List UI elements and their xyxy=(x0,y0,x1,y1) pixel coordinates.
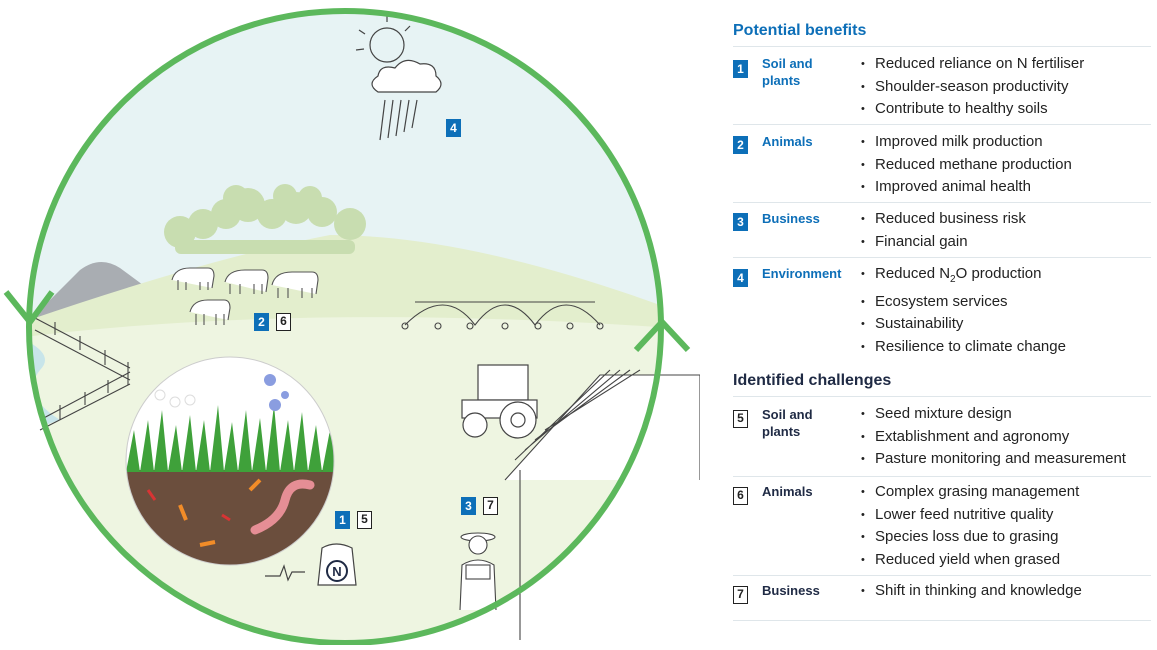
list-item: Improved animal health xyxy=(861,176,1072,199)
challenge-items: Seed mixture design Extablishment and ag… xyxy=(861,403,1126,471)
challenges-title: Identified challenges xyxy=(733,372,892,389)
list-item: Reduced reliance on N fertiliser xyxy=(861,53,1084,76)
challenge-badge: 7 xyxy=(733,586,748,604)
benefit-items: Reduced business risk Financial gain xyxy=(861,208,1026,253)
list-item: Improved milk production xyxy=(861,131,1072,154)
sun-cloud-icon xyxy=(355,15,442,141)
farm-illustration: N xyxy=(3,8,701,646)
benefit-badge: 1 xyxy=(733,60,748,78)
farm-scene-svg: N xyxy=(3,8,701,646)
list-item: Sustainability xyxy=(861,313,1066,336)
challenge-row-5: 5 Soil and plants Seed mixture design Ex… xyxy=(733,396,1151,477)
challenge-items: Shift in thinking and knowledge xyxy=(861,580,1082,603)
list-item: Resilience to climate change xyxy=(861,336,1066,359)
scene-badge-3: 3 xyxy=(461,497,476,515)
benefit-row-4: 4 Environment Reduced N2O production Eco… xyxy=(733,257,1151,356)
challenge-badge: 5 xyxy=(733,410,748,428)
benefit-row-2: 2 Animals Improved milk production Reduc… xyxy=(733,124,1151,203)
list-item: Reduced business risk xyxy=(861,208,1026,231)
challenge-label: Business xyxy=(762,583,820,598)
fertiliser-letter: N xyxy=(332,564,341,579)
benefit-row-3: 3 Business Reduced business risk Financi… xyxy=(733,202,1151,258)
tree-group xyxy=(164,184,366,254)
challenge-items: Complex grasing management Lower feed nu… xyxy=(861,481,1079,571)
challenge-row-7: 7 Business Shift in thinking and knowled… xyxy=(733,575,1151,621)
cycle-arrow-left xyxy=(3,290,55,327)
scene-badge-4: 4 xyxy=(446,119,461,137)
benefits-title: Potential benefits xyxy=(733,22,867,39)
list-item: Ecosystem services xyxy=(861,291,1066,314)
benefit-badge: 2 xyxy=(733,136,748,154)
list-item: Contribute to healthy soils xyxy=(861,98,1084,121)
cycle-arrow-right xyxy=(633,317,691,353)
benefit-label: Soil and plants xyxy=(762,56,813,88)
farmer-icon xyxy=(459,532,497,611)
benefit-items: Reduced N2O production Ecosystem service… xyxy=(861,263,1066,358)
challenge-label: Soil and plants xyxy=(762,407,813,439)
list-item: Financial gain xyxy=(861,231,1026,254)
list-item: Pasture monitoring and measurement xyxy=(861,448,1126,471)
list-item: Reduced N2O production xyxy=(861,263,1066,291)
challenge-row-6: 6 Animals Complex grasing management Low… xyxy=(733,476,1151,576)
scene-badge-7: 7 xyxy=(483,497,498,515)
scene-badge-1: 1 xyxy=(335,511,350,529)
benefit-row-1: 1 Soil and plants Reduced reliance on N … xyxy=(733,46,1151,125)
list-item: Shift in thinking and knowledge xyxy=(861,580,1082,603)
benefit-badge: 4 xyxy=(733,269,748,287)
list-item: Lower feed nutritive quality xyxy=(861,504,1079,527)
benefit-items: Improved milk production Reduced methane… xyxy=(861,131,1072,199)
scene-badge-2: 2 xyxy=(254,313,269,331)
list-item: Reduced yield when grased xyxy=(861,549,1079,572)
tractor-icon xyxy=(461,364,538,439)
benefit-label: Animals xyxy=(762,134,813,149)
irrigation-icon xyxy=(401,301,604,330)
list-item: Reduced methane production xyxy=(861,154,1072,177)
benefit-label: Environment xyxy=(762,266,842,281)
fertiliser-bag-icon: N xyxy=(265,543,357,586)
challenge-badge: 6 xyxy=(733,487,748,505)
fence-icon xyxy=(34,317,131,431)
scene-badge-6: 6 xyxy=(276,313,291,331)
list-item: Seed mixture design xyxy=(861,403,1126,426)
challenge-label: Animals xyxy=(762,484,813,499)
list-item: Species loss due to grasing xyxy=(861,526,1079,549)
scene-badge-5: 5 xyxy=(357,511,372,529)
list-item: Complex grasing management xyxy=(861,481,1079,504)
benefit-items: Reduced reliance on N fertiliser Shoulde… xyxy=(861,53,1084,121)
list-item: Extablishment and agronomy xyxy=(861,426,1126,449)
cows-icon xyxy=(171,267,319,325)
list-item: Shoulder-season productivity xyxy=(861,76,1084,99)
benefit-badge: 3 xyxy=(733,213,748,231)
benefit-label: Business xyxy=(762,211,820,226)
